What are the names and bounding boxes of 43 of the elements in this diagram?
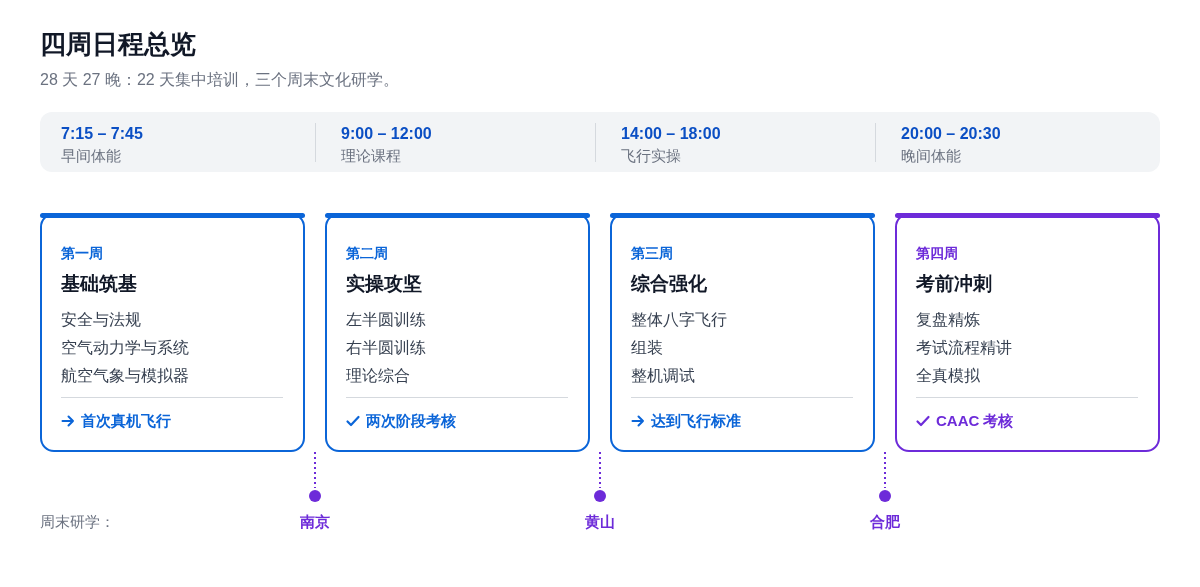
activity-name: 早间体能: [61, 146, 121, 166]
week-card: [895, 213, 1160, 452]
topic-item: 考试流程精讲: [916, 338, 1012, 358]
week-label: 第三周: [631, 244, 673, 262]
topic-item: 安全与法规: [61, 310, 141, 330]
topic-item: 全真模拟: [916, 366, 980, 386]
milestone-text: 两次阶段考核: [366, 411, 456, 431]
week-title: 考前冲刺: [916, 272, 992, 296]
title: 四周日程总览: [40, 28, 196, 61]
activity-name: 飞行实操: [621, 146, 681, 166]
topic-item: 左半圆训练: [346, 310, 426, 330]
topic-item: 右半圆训练: [346, 338, 426, 358]
topic-item: 整体八字飞行: [631, 310, 727, 330]
topic-item: 空气动力学与系统: [61, 338, 189, 358]
time-range: 9:00 – 12:00: [341, 124, 432, 144]
activity-name: 理论课程: [341, 146, 401, 166]
week-card: [610, 213, 875, 452]
city-name: 黄山: [585, 512, 615, 532]
week-card: [40, 213, 305, 452]
week-title: 实操攻坚: [346, 272, 422, 296]
milestone-text: 首次真机飞行: [81, 411, 171, 431]
week-label: 第四周: [916, 244, 958, 262]
activity-name: 晚间体能: [901, 146, 961, 166]
topic-item: 理论综合: [346, 366, 410, 386]
schedule-band: [40, 112, 1160, 172]
week-title: 综合强化: [631, 272, 707, 296]
topic-item: 组装: [631, 338, 663, 358]
week-label: 第二周: [346, 244, 388, 262]
time-range: 14:00 – 18:00: [621, 124, 721, 144]
time-range: 20:00 – 20:30: [901, 124, 1001, 144]
subtitle: 28 天 27 晚：22 天集中培训，三个周末文化研学。: [40, 70, 400, 90]
time-range: 7:15 – 7:45: [61, 124, 143, 144]
topic-item: 整机调试: [631, 366, 695, 386]
week-label: 第一周: [61, 244, 103, 262]
milestone-text: CAAC 考核: [936, 411, 1014, 431]
week-title: 基础筑基: [61, 272, 137, 296]
topic-item: 复盘精炼: [916, 310, 980, 330]
row-label: 周末研学：: [40, 512, 115, 532]
city-name: 南京: [300, 512, 330, 532]
week-card: [325, 213, 590, 452]
milestone-text: 达到飞行标准: [651, 411, 741, 431]
city-name: 合肥: [870, 512, 900, 532]
topic-item: 航空气象与模拟器: [61, 366, 189, 386]
